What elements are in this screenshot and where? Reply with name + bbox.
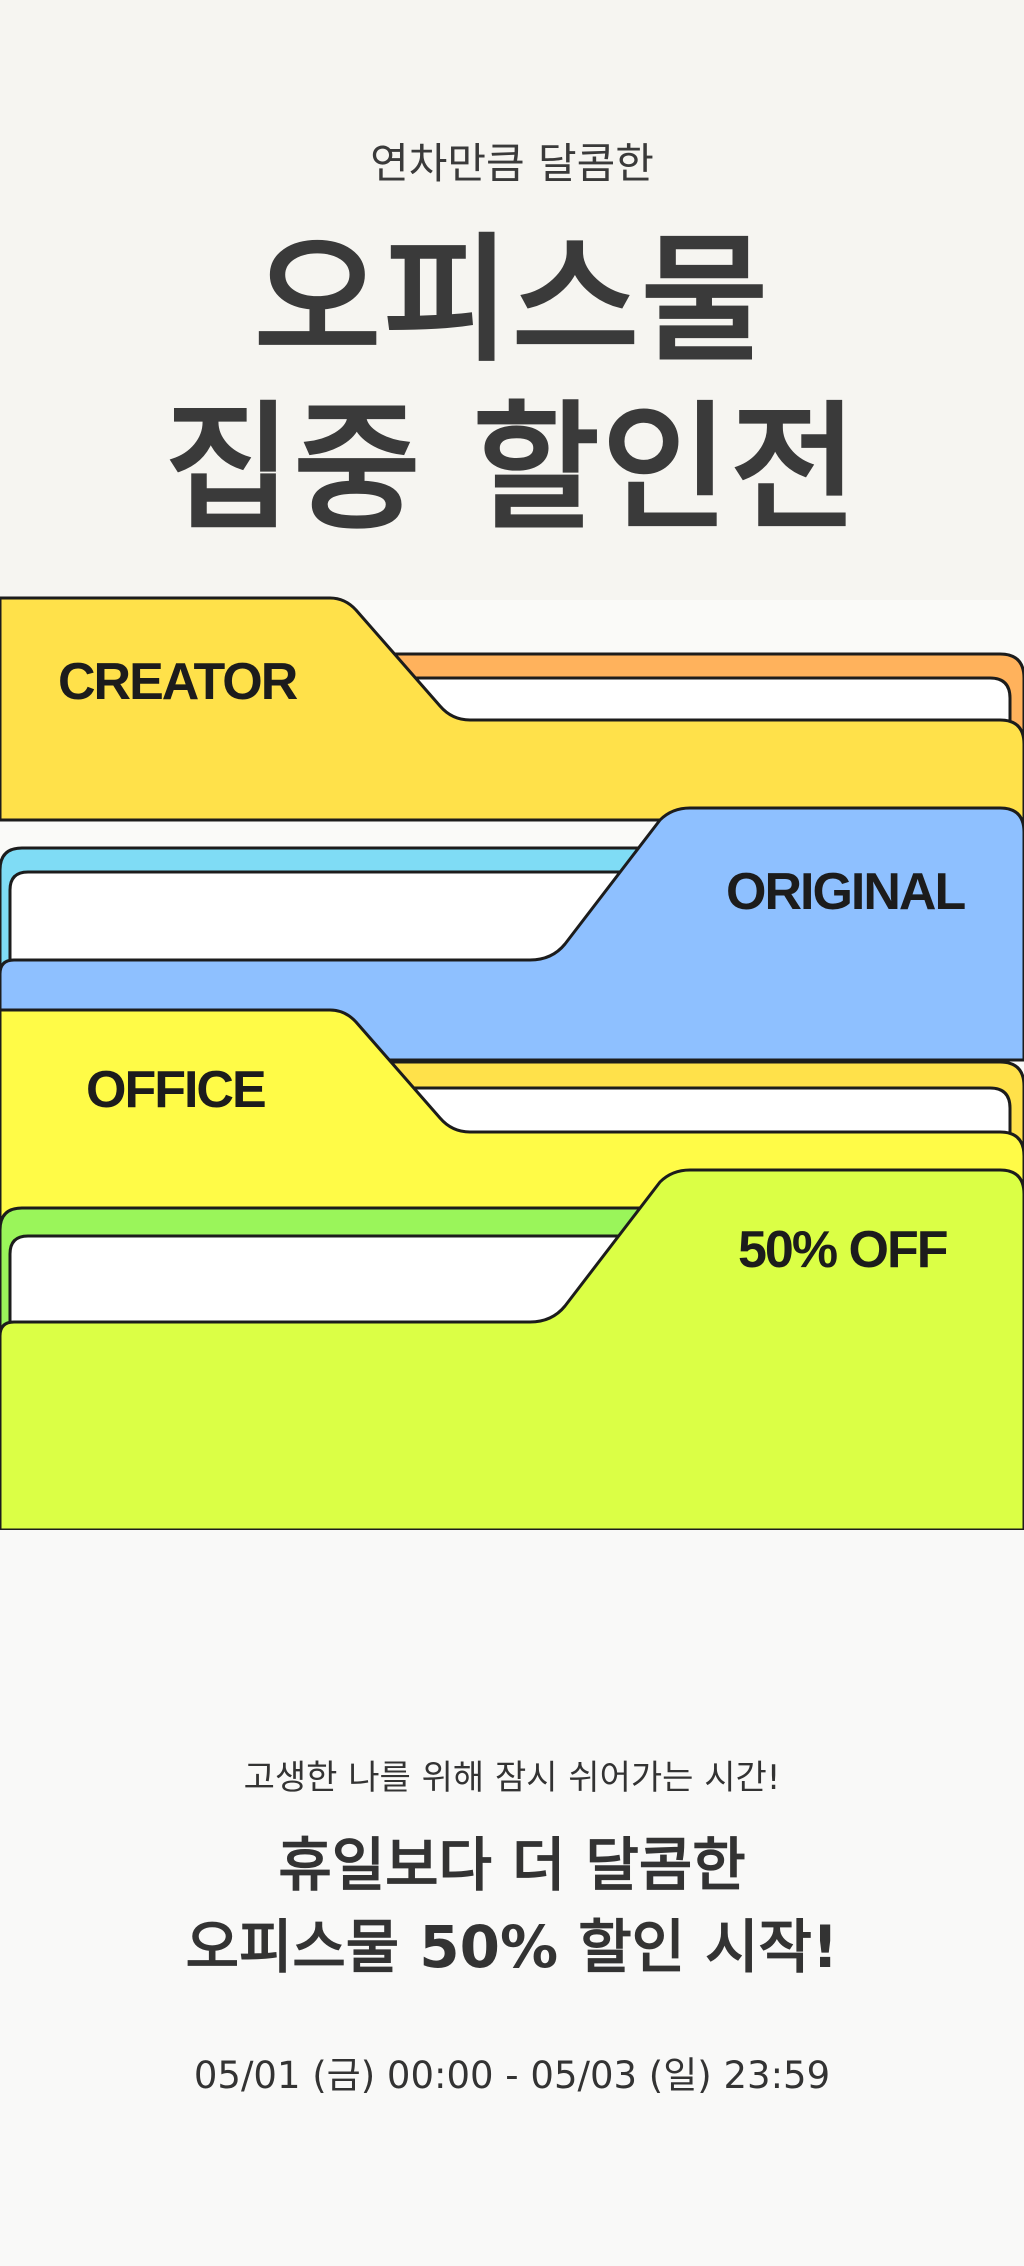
folder-off-front xyxy=(0,1168,1024,1530)
folders-graphic xyxy=(0,596,1024,1530)
folder-original-front xyxy=(0,806,1024,1062)
promo-date-range: 05/01 (금) 00:00 - 05/03 (일) 23:59 xyxy=(193,2054,831,2097)
folder-label-original: ORIGINAL xyxy=(726,863,966,921)
folder-illustration: CREATOR ORIGINAL OFFICE 50% OFF xyxy=(0,590,1024,1530)
promo-headline-line2: 오피스물 50% 할인 시작! xyxy=(185,1913,839,1981)
promo-tagline: 고생한 나를 위해 잠시 쉬어가는 시간! xyxy=(243,1758,781,1798)
folder-label-creator: CREATOR xyxy=(58,653,298,711)
promo-details-section xyxy=(0,1530,1024,2266)
hero-title-line1: 오피스물 xyxy=(254,220,770,381)
promo-headline-line1: 휴일보다 더 달콤한 xyxy=(278,1831,746,1899)
hero-section: 연차만큼 달콤한 오피스물 집중 할인전 xyxy=(0,0,1024,600)
hero-title-line2: 집중 할인전 xyxy=(164,388,860,549)
folder-label-50off: 50% OFF xyxy=(738,1221,948,1279)
hero-subtitle: 연차만큼 달콤한 xyxy=(370,139,654,188)
folder-creator-front xyxy=(0,596,1024,822)
folder-label-office: OFFICE xyxy=(86,1061,267,1119)
